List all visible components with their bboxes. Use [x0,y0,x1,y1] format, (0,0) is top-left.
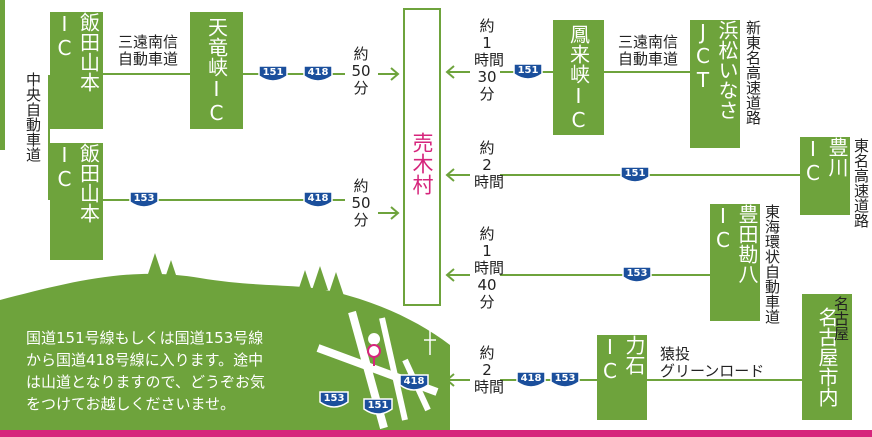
route-shield-icon: 151 [257,64,289,84]
route-shield-icon: 153 [318,390,350,410]
sanage-green-road-label: 猿投 グリーンロード [660,345,765,380]
destination-box: 売木村 [403,8,441,306]
route-shield-icon: 418 [302,64,334,84]
tenryukyo-ic: 天竜峡IC [190,12,243,129]
tomei-label: 東名高速道路 [852,138,870,228]
route-shield-icon: 418 [302,190,334,210]
horaikyo-ic: 鳳来峡IC [553,20,604,135]
chuo-expressway-label: 中央自動車道 [24,72,42,162]
destination-label: 売木村 [410,132,434,195]
notice-line: から国道418号線に入ります。途中 [26,351,264,369]
location-pin-icon [367,333,381,366]
tokai-kanjo-label: 東海環状自動車道 [763,204,781,324]
route-shield-icon: 151 [512,62,544,82]
route-shield-icon: 418 [398,373,430,393]
bottom-accent-bar [0,430,872,437]
hamamatsu-inasa-jct: 浜松いなさJCT [690,20,740,148]
time-right-1: 約 1 時間 30 分 [474,17,505,103]
hill [0,273,450,430]
sanen-label-right: 三遠南信 自動車道 [617,33,678,68]
shin-tomei-label: 新東名高速道路 [744,20,762,125]
trees [147,253,344,303]
route-shield-icon: 153 [621,265,653,285]
toyokawa-ic: 豊川IC [800,137,850,215]
nagoya-city-box: 名古屋市内 [802,294,852,420]
toyota-kanpachi-ic: 豊田勘八IC [710,204,760,321]
sanen-label-left: 三遠南信 自動車道 [117,33,178,68]
route-shield-icon: 151 [362,397,394,417]
north-arrow [424,320,436,355]
time-right-3: 約 1 時間 40 分 [474,225,505,311]
iida-yamamoto-ic-1: 飯田山本IC [50,12,103,129]
time-left-1: 約 50 分 [351,45,371,97]
time-right-2: 約 2 時間 [474,139,505,191]
route-shield-icon: 418 [515,370,547,390]
iida-yamamoto-ic-2: 飯田山本IC [50,143,103,260]
route-shield-icon: 153 [128,190,160,210]
notice-line: をつけてお越しくださいませ。 [26,395,236,413]
time-right-4: 約 2 時間 [474,344,505,396]
time-left-2: 約 50 分 [351,177,371,229]
route-shield-icon: 151 [619,165,651,185]
notice-line: は山道となりますので、どうぞお気 [26,373,265,391]
north-label: N [427,317,435,328]
notice-line: 国道151号線もしくは国道153号線 [26,329,264,347]
chikaraishi-ic: 力石IC [597,335,647,420]
left-accent-bar [0,0,5,150]
access-notice: 国道151号線もしくは国道153号線 から国道418号線に入ります。途中 は山道… [26,327,312,415]
nagoya-label: 名古屋 [832,296,850,341]
route-shield-icon: 153 [549,370,581,390]
